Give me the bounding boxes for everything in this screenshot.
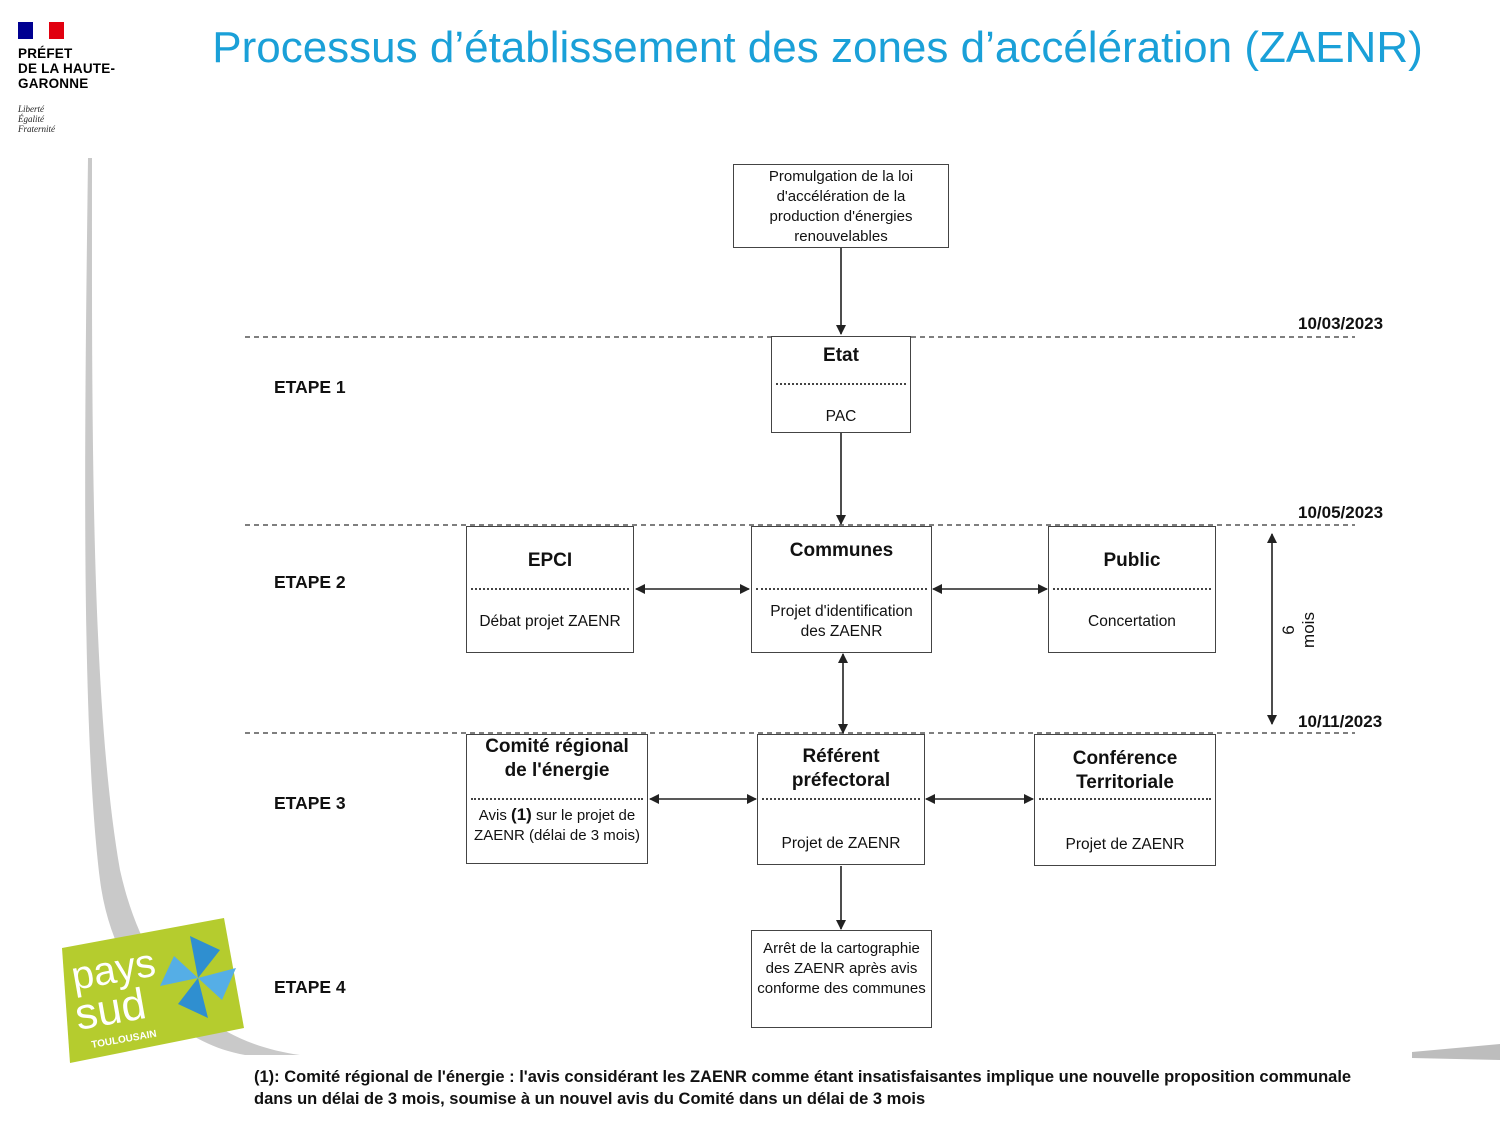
stage-label-1: ETAPE 1	[274, 377, 346, 397]
etat-title: Etat	[823, 345, 859, 366]
referent-title: Référent préfectoral	[791, 746, 891, 791]
conference-subtitle: Projet de ZAENR	[1065, 836, 1185, 853]
public-title: Public	[1103, 550, 1161, 571]
conference-box: Conférence Territoriale Projet de ZAENR	[1034, 734, 1216, 866]
stage-label-3: ETAPE 3	[274, 793, 346, 813]
conference-title: Conférence Territoriale	[1072, 748, 1178, 793]
date-label-2: 10/05/2023	[1298, 503, 1384, 522]
etat-box: Etat PAC	[771, 336, 911, 433]
footnote: (1): Comité régional de l'énergie : l'av…	[254, 1068, 1352, 1108]
svg-text:sud: sud	[71, 979, 149, 1040]
referent-subtitle: Projet de ZAENR	[781, 835, 901, 852]
duration-label: 6 mois	[1279, 612, 1318, 648]
final-map-box: Arrêt de la cartographie des ZAENR après…	[751, 930, 932, 1028]
etat-divider	[776, 383, 906, 385]
date-label-1: 10/03/2023	[1298, 314, 1384, 333]
marianne-logo: PRÉFET DE LA HAUTE- GARONNE Liberté Égal…	[18, 22, 158, 142]
conference-divider	[1039, 798, 1211, 800]
epci-divider	[471, 588, 629, 590]
date-label-3: 10/11/2023	[1298, 712, 1383, 731]
communes-box: Communes Projet d'identification des ZAE…	[751, 526, 932, 653]
page-title: Processus d’établissement des zones d’ac…	[212, 23, 1423, 72]
law-promulgation-text: Promulgation de la loi d'accélération de…	[768, 168, 914, 245]
communes-divider	[756, 588, 927, 590]
timeline-separators	[245, 336, 1355, 734]
public-subtitle: Concertation	[1088, 613, 1176, 630]
law-promulgation-box: Promulgation de la loi d'accélération de…	[733, 164, 949, 248]
stage-label-4: ETAPE 4	[274, 977, 346, 997]
comite-subtitle: Avis (1) sur le projet de ZAENR (délai d…	[474, 805, 640, 844]
pays-sud-toulousain-logo: pays sud TOULOUSAIN	[62, 918, 244, 1063]
prefecture-name: PRÉFET DE LA HAUTE- GARONNE	[18, 46, 116, 91]
comite-title: Comité régional de l'énergie	[485, 736, 629, 781]
communes-subtitle: Projet d'identification des ZAENR	[770, 603, 913, 640]
etat-subtitle: PAC	[825, 408, 857, 425]
epci-title: EPCI	[527, 550, 573, 571]
comite-box: Comité régional de l'énergie Avis (1) su…	[466, 734, 648, 864]
public-box: Public Concertation	[1048, 526, 1216, 653]
stage-label-2: ETAPE 2	[274, 572, 346, 592]
referent-divider	[762, 798, 920, 800]
final-map-text: Arrêt de la cartographie des ZAENR après…	[757, 940, 926, 997]
comite-divider	[471, 798, 643, 800]
public-divider	[1053, 588, 1211, 590]
french-flag-icon	[18, 22, 64, 39]
communes-title: Communes	[789, 540, 894, 561]
epci-subtitle: Débat projet ZAENR	[479, 613, 621, 630]
republic-motto: Liberté Égalité Fraternité	[18, 104, 55, 134]
referent-box: Référent préfectoral Projet de ZAENR	[757, 734, 925, 865]
epci-box: EPCI Débat projet ZAENR	[466, 526, 634, 653]
